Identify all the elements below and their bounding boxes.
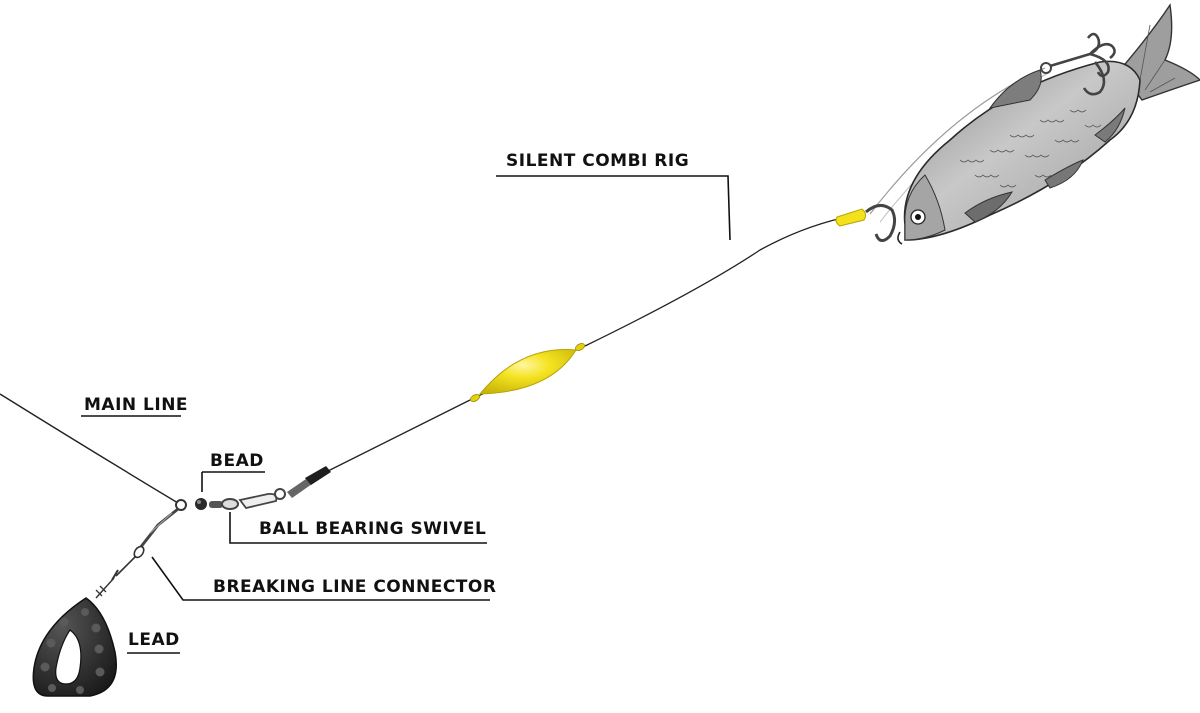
- bait-fish: [897, 3, 1200, 245]
- label-silent-combi-rig: SILENT COMBI RIG: [506, 151, 690, 171]
- lead-link: [95, 507, 179, 599]
- leader-breaking: [151, 556, 490, 601]
- single-hook: [865, 204, 897, 242]
- label-leaders: [81, 175, 731, 654]
- yellow-float: [469, 343, 586, 402]
- main-line: [0, 393, 179, 504]
- hooklength-line: [319, 217, 843, 476]
- snap-clip: [238, 492, 278, 510]
- bead: [195, 498, 207, 510]
- label-bead: BEAD: [210, 451, 264, 471]
- shrink-sleeve: [835, 208, 867, 227]
- label-lead: LEAD: [128, 630, 180, 650]
- lead-weight: [32, 597, 117, 697]
- label-ball-bearing-swivel: BALL BEARING SWIVEL: [259, 519, 487, 539]
- treble-hook: [1040, 32, 1116, 96]
- tail-rubber: [287, 479, 312, 498]
- ring-bead-swivel: [175, 466, 331, 511]
- snap-ring: [175, 499, 187, 511]
- ball-bearing-swivel: [221, 498, 239, 510]
- label-main-line: MAIN LINE: [84, 395, 189, 415]
- leader-swivel: [229, 512, 487, 544]
- leader-silent-combi-rig: [496, 175, 731, 241]
- label-breaking-line-connector: BREAKING LINE CONNECTOR: [213, 577, 497, 597]
